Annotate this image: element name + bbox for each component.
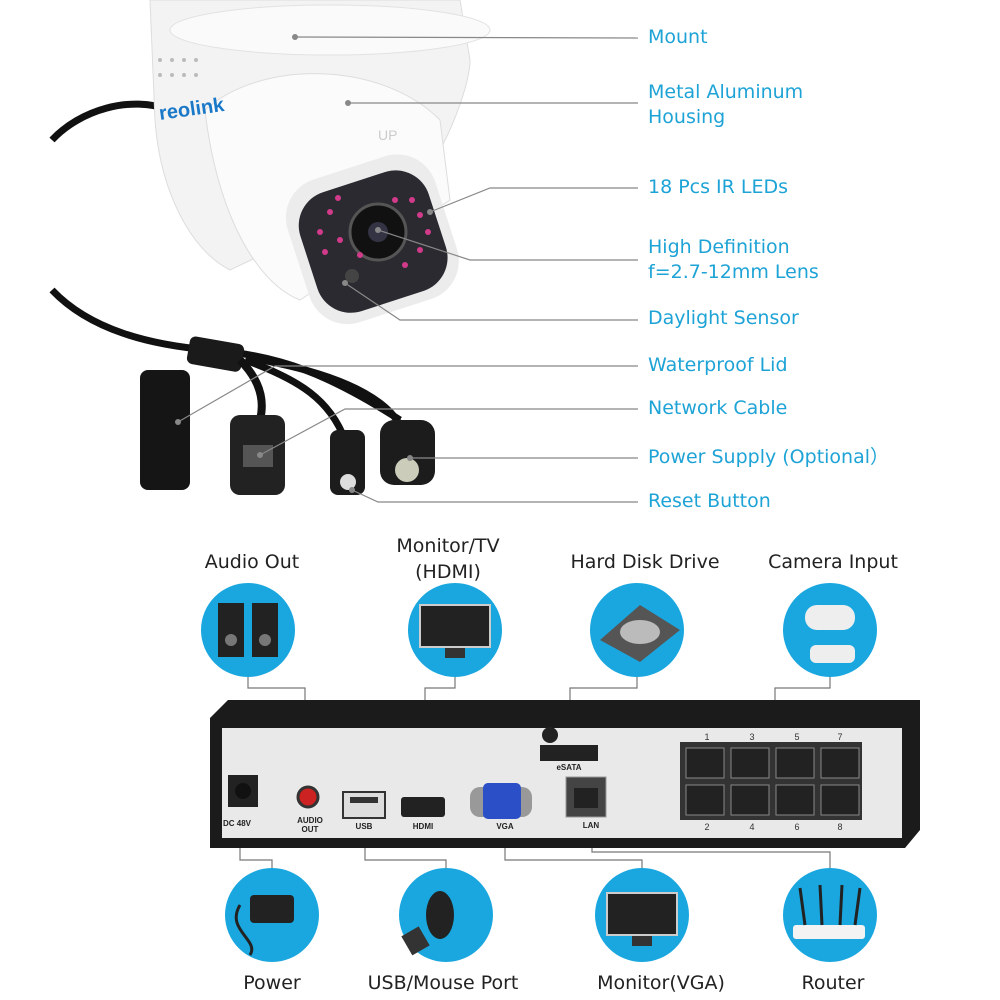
daylight-sensor [345,269,359,283]
callout-power-supply: Power Supply (Optional） [648,446,890,468]
poe-port-number: 6 [794,822,799,832]
top-device-label: (HDMI) [415,561,481,583]
bottom-device-label: Monitor(VGA) [597,972,725,994]
up-mark: UP [378,127,397,143]
top-device-label: Hard Disk Drive [570,551,720,573]
router-icon [783,868,877,962]
callout-waterproof-lid: Waterproof Lid [648,354,788,376]
reset-connector [330,430,365,495]
poe-port-number: 2 [704,822,709,832]
usb-label: USB [356,822,373,831]
callout-network-cable: Network Cable [648,397,788,419]
vga-label: VGA [496,822,514,831]
esata-label: eSATA [556,763,581,772]
callout-ir-leds: 18 Pcs IR LEDs [648,176,789,198]
top-device-label: Audio Out [204,551,300,573]
bottom-device-label: Power [243,972,301,994]
audio-label-2: OUT [302,825,319,834]
callout-housing: Housing [648,106,726,128]
callout-daylight-sensor: Daylight Sensor [648,307,799,329]
speakers-icon [201,583,295,677]
camera-cable [49,100,172,143]
callout-mount: Mount [648,26,708,48]
lan-label: LAN [583,821,600,830]
dome-camera [149,0,491,325]
poe-port-number: 4 [749,822,754,832]
callout-leaders [177,36,639,503]
poe-port-number: 7 [837,732,842,742]
bottom-device-label: Router [801,972,865,994]
esata-port [540,745,598,761]
top-device-label: Monitor/TV [396,535,500,557]
power-connector [380,420,435,485]
ir-leds [317,195,431,268]
audio-label: AUDIO [297,816,323,825]
callout-housing: Metal Aluminum [648,81,804,103]
top-device-label: Camera Input [768,551,898,573]
cable-connectors [140,336,435,495]
bottom-device-label: USB/Mouse Port [367,972,519,994]
poe-port-number: 3 [749,732,754,742]
nvr-recorder: DC 48V AUDIO OUT USB HDMI VGA LAN eSATA … [210,700,920,848]
poe-port-number: 8 [837,822,842,832]
callout-lens: High Definition [648,236,790,258]
waterproof-lid [140,370,190,490]
hdmi-port [401,797,445,817]
audio-out-port [296,785,320,809]
poe-port-number: 1 [704,732,709,742]
dc-label: DC 48V [223,819,252,828]
callout-lens: f=2.7-12mm Lens [648,261,819,283]
usb-port [342,791,386,819]
callout-reset-button: Reset Button [648,490,771,512]
poe-port-number: 5 [794,732,799,742]
hdmi-label: HDMI [413,822,433,831]
